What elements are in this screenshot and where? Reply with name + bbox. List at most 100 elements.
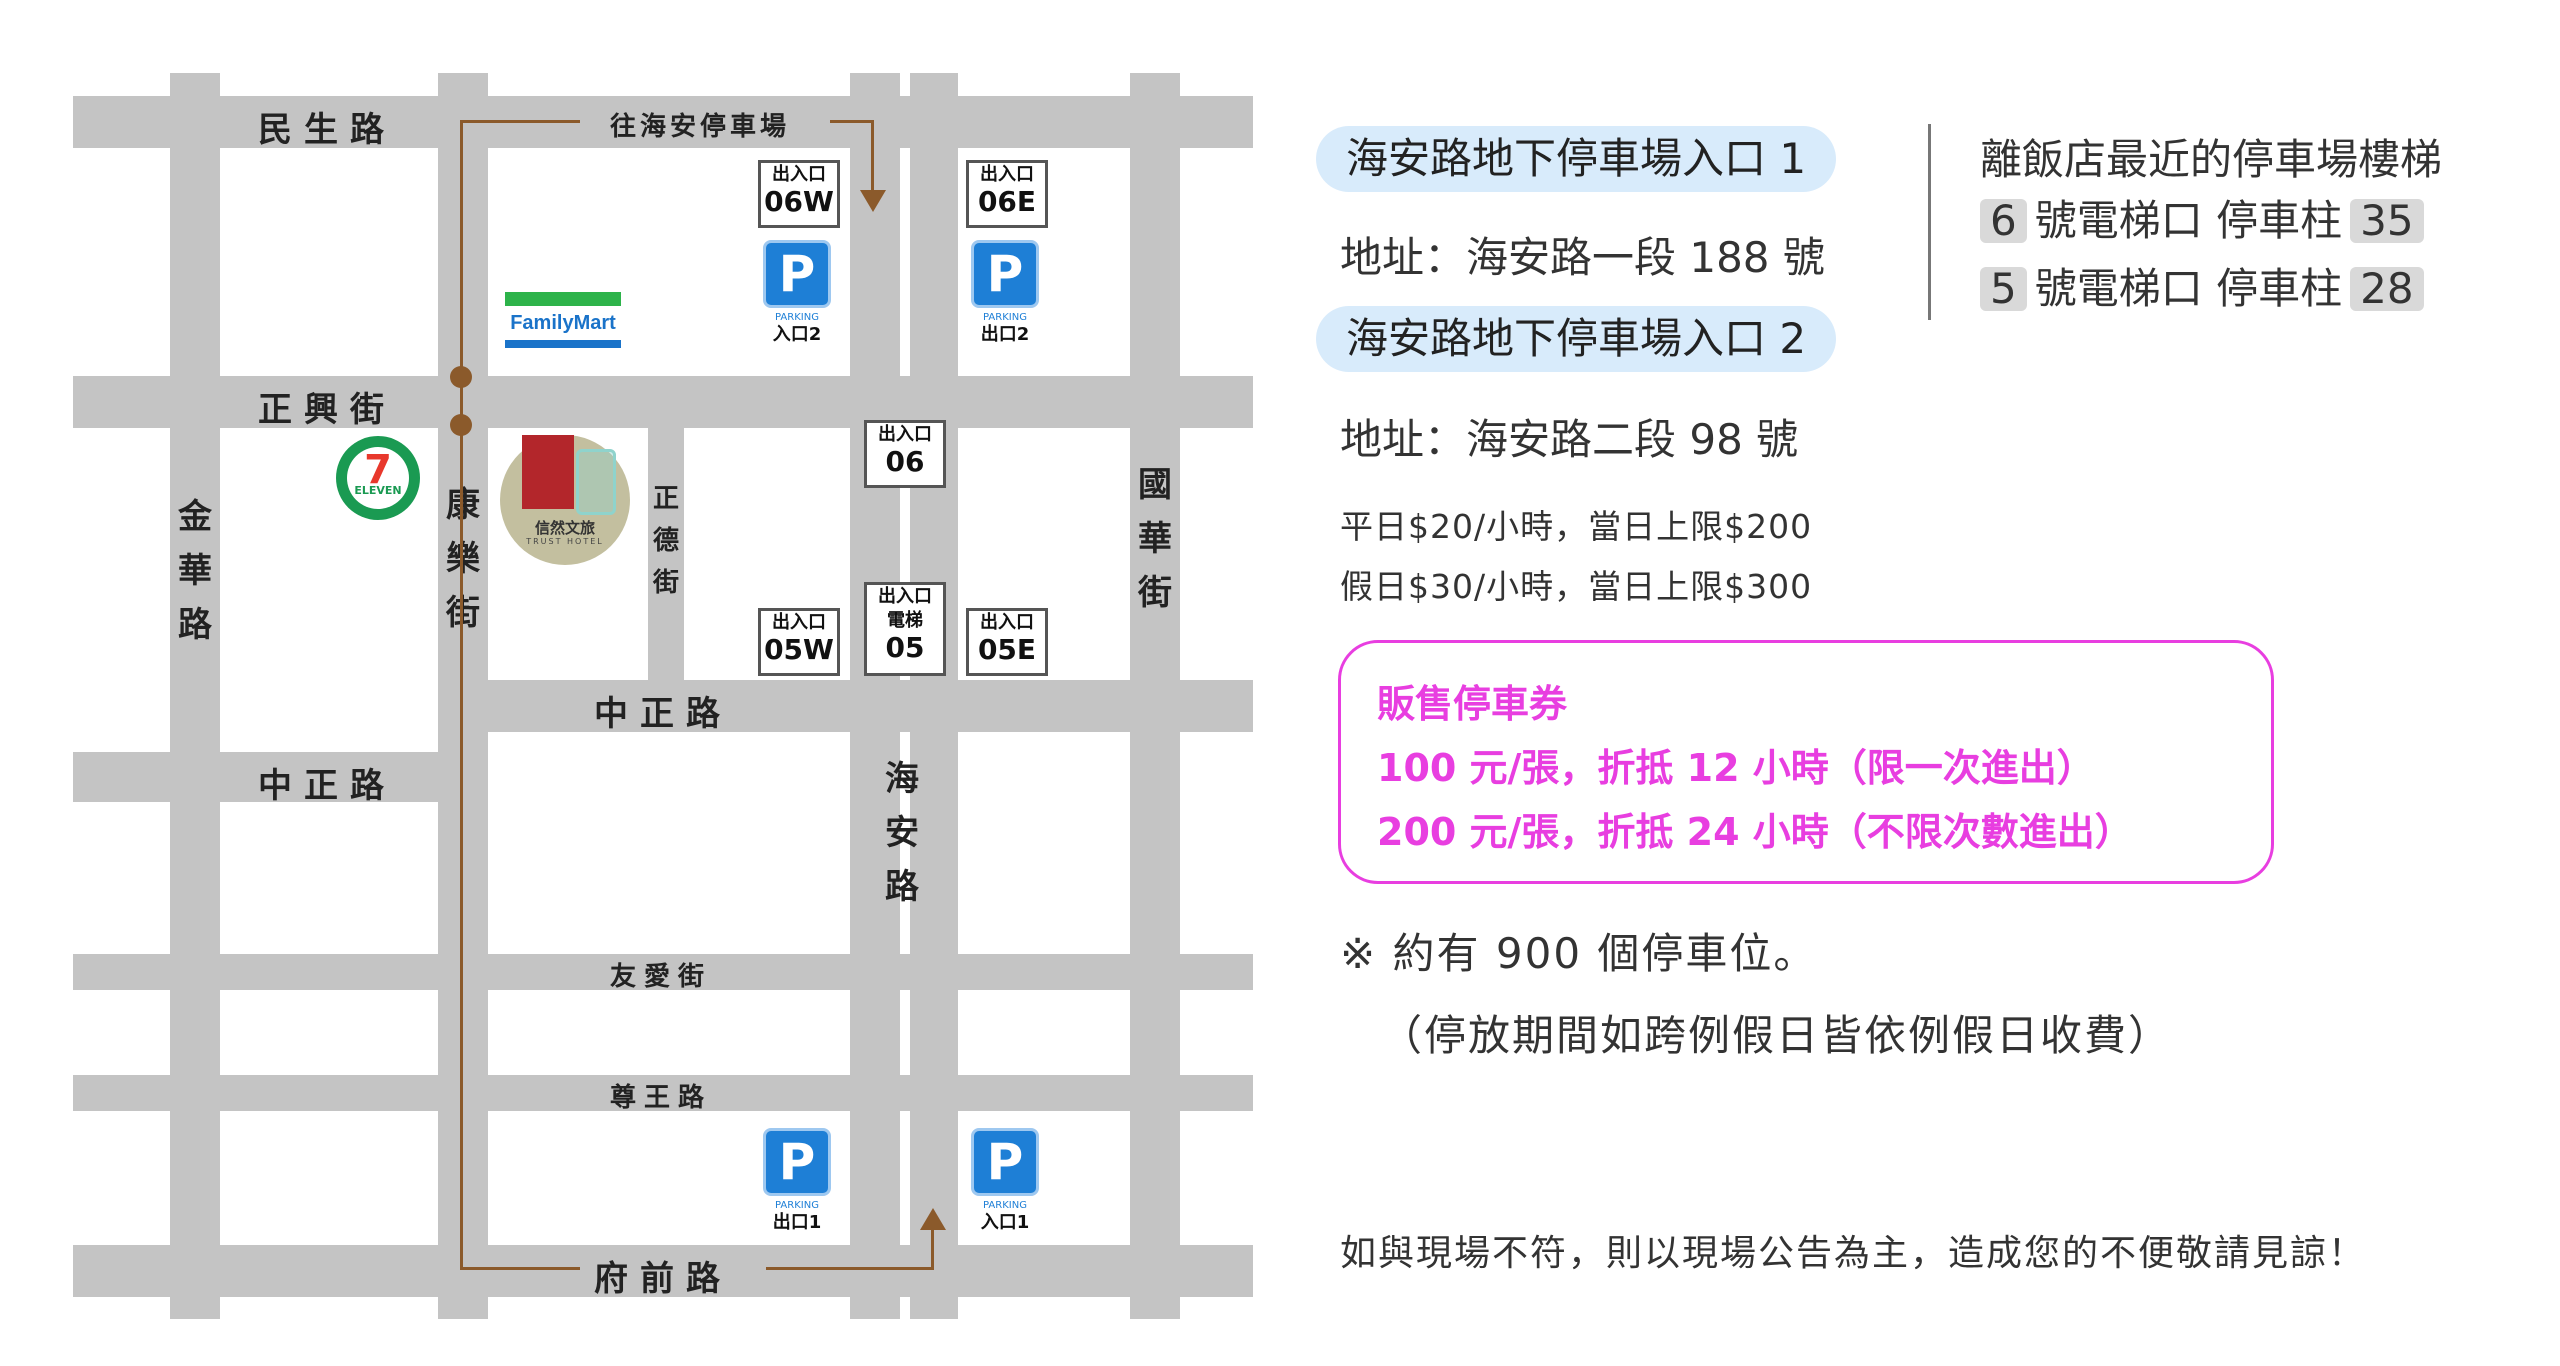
seven-icon: 7 <box>364 447 392 493</box>
seven-eleven-label: ELEVEN <box>354 484 402 497</box>
road-jinhua <box>170 73 220 1319</box>
road-name-char: 安 <box>885 813 919 853</box>
road-name-guohua: 國華街 <box>1135 458 1175 620</box>
road-name-zunwang: 尊王路 <box>610 1083 713 1113</box>
road-name-char: 路 <box>178 605 212 645</box>
elevator-number: 5 <box>1980 267 2027 311</box>
road-name-zhongzheng-right: 中正路 <box>594 694 732 734</box>
address-1: 地址：海安路一段 188 號 <box>1340 233 1825 282</box>
familymart-label: FamilyMart <box>510 312 616 334</box>
road-name-char: 德 <box>652 526 679 556</box>
route-line-bottom2 <box>766 1267 934 1270</box>
coupon-box: 販售停車券 100 元/張，折抵 12 小時（限一次進出） 200 元/張，折抵… <box>1338 640 2274 884</box>
parking-sign-entrance-1: P PARKING 入口1 <box>950 1128 1060 1234</box>
road-name-char: 街 <box>1138 573 1172 613</box>
route-label: 往海安停車場 <box>610 112 791 142</box>
holiday-note: （停放期間如跨例假日皆依例假日收費） <box>1380 1011 2173 1060</box>
route-line-bottom <box>460 1267 580 1270</box>
entrance-1-title: 海安路地下停車場入口 1 <box>1316 126 1837 192</box>
route-line-left <box>460 120 463 1270</box>
road-zhengde <box>648 428 684 680</box>
capacity-note: ※ 約有 900 個停車位。 <box>1340 929 1818 978</box>
familymart-blue-bar <box>505 340 621 348</box>
stairs-title: 離飯店最近的停車場樓梯 <box>1980 135 2443 184</box>
coupon-title: 販售停車券 <box>1377 682 1568 726</box>
luggage-icon <box>576 449 616 515</box>
parking-icon: P <box>763 240 831 308</box>
road-name-zhengxing: 正興街 <box>258 390 396 430</box>
road-zhengxing <box>73 376 1253 428</box>
road-name-zhengde: 正德街 <box>646 478 686 604</box>
route-line-down <box>871 120 874 192</box>
route-dot-1 <box>450 366 472 388</box>
hotel-marker: 信然文旅 TRUST HOTEL <box>500 435 630 565</box>
road-name-char: 街 <box>446 593 480 633</box>
road-youai <box>73 954 1253 990</box>
familymart-green-bar <box>505 292 621 306</box>
stairs-row-text: 號電梯口 停車柱 <box>2034 196 2343 245</box>
road-name-char: 華 <box>1138 519 1172 559</box>
parking-sign-exit-2: P PARKING 出口2 <box>950 240 1060 346</box>
road-guohua <box>1130 73 1180 1319</box>
route-line-top <box>460 120 580 123</box>
hotel-name-en: TRUST HOTEL <box>526 537 604 546</box>
road-name-char: 街 <box>652 568 679 598</box>
road-fuqian <box>73 1245 1253 1297</box>
road-name-char: 金 <box>178 497 212 537</box>
road-zhongzheng-left <box>73 752 488 802</box>
road-name-zhongzheng-left: 中正路 <box>258 766 396 806</box>
route-arrow-up-icon <box>920 1208 946 1230</box>
familymart-logo: FamilyMart <box>505 292 621 362</box>
coupon-line-2: 200 元/張，折抵 24 小時（不限次數進出） <box>1377 810 2133 854</box>
road-name-char: 華 <box>178 551 212 591</box>
elevator-number: 6 <box>1980 199 2027 243</box>
pillar-number: 35 <box>2350 199 2424 243</box>
road-name-kangle: 康樂街 <box>443 478 483 640</box>
entrance-2-title: 海安路地下停車場入口 2 <box>1316 306 1837 372</box>
disclaimer: 如與現場不符，則以現場公告為主，造成您的不便敬請見諒！ <box>1340 1233 2367 1274</box>
road-kangle <box>438 73 488 1319</box>
info-divider <box>1928 124 1931 320</box>
road-name-char: 樂 <box>446 539 480 579</box>
parking-icon: P <box>763 1128 831 1196</box>
road-minsheng <box>73 96 1253 148</box>
seven-eleven-logo: 7 ELEVEN <box>336 436 420 520</box>
parking-icon: P <box>971 240 1039 308</box>
coupon-line-1: 100 元/張，折抵 12 小時（限一次進出） <box>1377 746 2095 790</box>
stairs-row-text: 號電梯口 停車柱 <box>2034 264 2343 313</box>
road-name-char: 正 <box>652 484 679 514</box>
parking-icon: P <box>971 1128 1039 1196</box>
road-name-char: 國 <box>1138 465 1172 505</box>
road-zhongzheng-right <box>438 680 1253 732</box>
road-name-char: 康 <box>446 485 480 525</box>
route-arrow-down-icon <box>860 190 886 212</box>
parking-sign-entrance-2: P PARKING 入口2 <box>742 240 852 346</box>
hotel-name: 信然文旅 <box>534 519 595 537</box>
road-name-char: 海 <box>885 759 919 799</box>
holiday-rate: 假日$30/小時，當日上限$300 <box>1340 567 1813 606</box>
road-name-haian: 海安路 <box>882 752 922 914</box>
road-zunwang <box>73 1075 1253 1111</box>
hotel-logo-icon <box>522 435 574 509</box>
route-line-top2 <box>830 120 874 123</box>
pillar-number: 28 <box>2350 267 2424 311</box>
road-name-jinhua: 金華路 <box>175 490 215 652</box>
road-name-char: 路 <box>885 867 919 907</box>
weekday-rate: 平日$20/小時，當日上限$200 <box>1340 507 1813 546</box>
road-name-youai: 友愛街 <box>610 962 713 992</box>
road-haian-east <box>910 73 958 1319</box>
route-dot-2 <box>450 414 472 436</box>
address-2: 地址：海安路二段 98 號 <box>1340 415 1799 464</box>
parking-sign-exit-1: P PARKING 出口1 <box>742 1128 852 1234</box>
road-name-minsheng: 民生路 <box>258 110 396 150</box>
road-haian-west <box>850 73 900 1319</box>
road-name-fuqian: 府前路 <box>594 1259 732 1299</box>
